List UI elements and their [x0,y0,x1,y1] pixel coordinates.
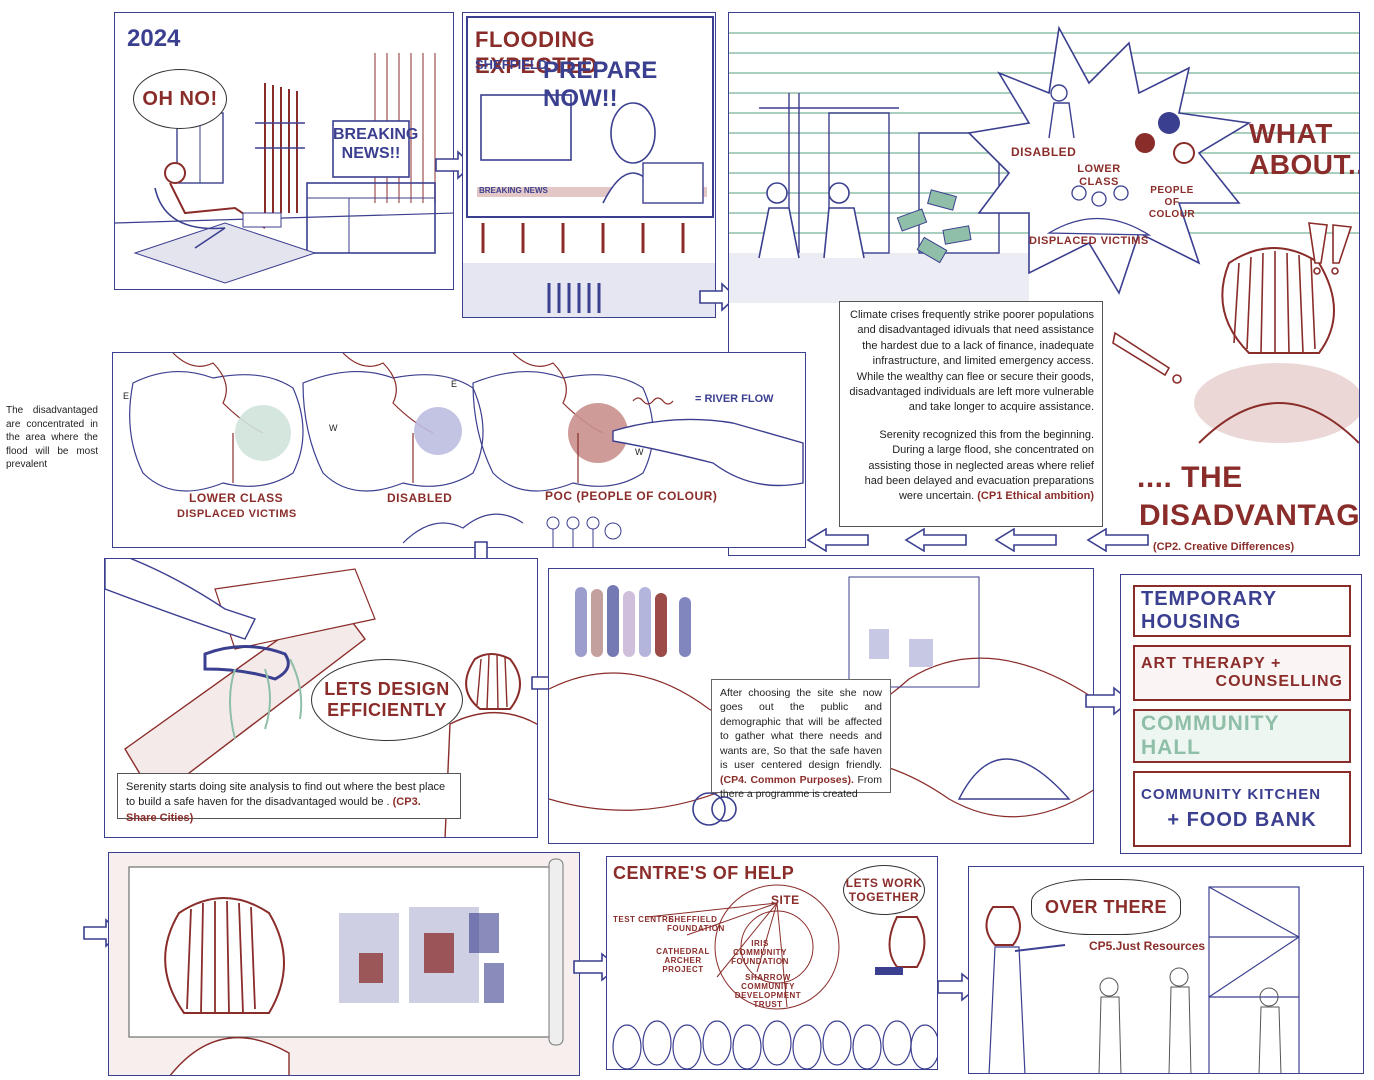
public-text2: From there a programme is created [720,773,883,801]
compass-w-1: W [329,423,338,433]
panel-news-broadcast: FLOODING EXPECTED SHEFFIELD PREPARE NOW!… [462,12,716,318]
inequality-illustration [729,25,1359,444]
panel-living-room: 2024 OH NO! [114,12,454,290]
node-iris-foundation: IRIS COMMUNITY FOUNDATION [731,939,789,966]
lets-work-line1: LETS WORK [845,876,923,890]
group-displaced-victims: DISPLACED VICTIMS [1029,235,1149,247]
lets-work-line2: TOGETHER [848,890,920,904]
programme-item-1-line1: TEMPORARY HOUSING [1141,588,1277,633]
climate-text-box: Climate crises frequently strike poorer … [839,301,1103,527]
oh-no-bubble: OH NO! [133,69,227,129]
public-text-box: After choosing the site she now goes out… [711,679,891,800]
compass-e-1: E [123,391,130,401]
headline-city: SHEFFIELD [475,57,548,72]
living-room-illustration [115,53,453,284]
over-there-text: OVER THERE [1044,896,1168,917]
node-test-centre: TEST CENTRE [613,915,675,924]
arrow-left-2 [994,528,1057,552]
programme-item-3-line1: COMMUNITY HALL [1141,712,1280,759]
site-text-box: Serenity starts doing site analysis to f… [117,773,461,824]
serenity-text: Serenity recognized this from the beginn… [864,428,1094,503]
lets-design-line1: LETS DESIGN [324,679,450,699]
node-sheffield-foundation: SHEFFIELD FOUNDATION [667,915,725,933]
arrow-left-4 [806,528,869,552]
lets-design-bubble: LETS DESIGN EFFICIENTLY [311,659,463,741]
over-there-illustration [985,886,1300,1073]
design-board-illustration [128,858,564,1075]
panel-centres-of-help: CENTRE'S OF HELP SITE TEST CENTRE SHEFFI… [606,856,938,1070]
programme-item-4-line2: + FOOD BANK [1167,809,1317,831]
programme-item-2-line1: ART THERAPY + [1141,655,1282,672]
centres-heading: CENTRE'S OF HELP [613,863,795,883]
group-disabled: DISABLED [1011,145,1077,159]
panel-over-there: OVER THERE CP5.Just Resources [968,866,1364,1074]
node-sharrow-trust: SHARROW COMMUNITY DEVELOPMENT TRUST [734,973,802,1009]
news-ticker: BREAKING NEWS [479,186,548,195]
public-ref: (CP4. Common Purposes). [720,773,854,786]
site-label: SITE [771,893,800,907]
site-ref: (CP3. Share Cities) [126,796,421,824]
programme-item-4-line1: COMMUNITY KITCHEN [1141,786,1322,803]
compass-w-2: W [635,447,644,457]
arrow-left-3 [904,528,967,552]
panel-site-analysis: LETS DESIGN EFFICIENTLY Serenity starts … [104,558,538,838]
year-label: 2024 [127,25,181,52]
lets-design-line2: EFFICIENTLY [327,700,447,720]
arrow-left-1 [1086,528,1149,552]
site-text: Serenity starts doing site analysis to f… [126,781,446,809]
map1-label-lower-class: LOWER CLASS [189,491,284,505]
node-cathedral-archer: CATHEDRAL ARCHER PROJECT [656,947,710,974]
programme-community-kitchen: COMMUNITY KITCHEN + FOOD BANK [1133,771,1351,847]
oh-no-text: OH NO! [142,87,218,110]
headline-flooding: FLOODING EXPECTED [475,27,598,78]
climate-paragraph: Climate crises frequently strike poorer … [849,309,1094,414]
map2-label-disabled: DISABLED [387,491,453,505]
over-there-bubble: OVER THERE [1031,879,1181,935]
programme-community-hall: COMMUNITY HALL [1133,709,1351,763]
river-flow-label: = RIVER FLOW [695,393,774,405]
centres-illustration [612,884,937,1069]
headline-prepare: PREPARE NOW!! [543,57,658,112]
programme-art-therapy: ART THERAPY + COUNSELLING [1133,645,1351,701]
panel-design-board [108,852,580,1076]
map1-label-displaced: DISPLACED VICTIMS [177,508,297,520]
panel-programme: TEMPORARY HOUSING ART THERAPY + COUNSELL… [1120,574,1362,854]
cp5-label: CP5.Just Resources [1089,939,1206,953]
cp2-label: (CP2. Creative Differences) [1153,541,1295,553]
panel-community-research: After choosing the site she now goes out… [548,568,1094,844]
side-note: The disadvantaged are concentrated in th… [6,405,98,470]
group-people-of-colour: PEOPLE OF COLOUR [1148,185,1196,220]
what-about-heading: WHAT ABOUT... [1249,118,1359,180]
panel-inequality: DISABLED LOWER CLASS PEOPLE OF COLOUR DI… [728,12,1360,556]
panel-flood-map: = RIVER FLOW LOWER CLASS DISPLACED VICTI… [112,352,806,548]
programme-temporary-housing: TEMPORARY HOUSING [1133,585,1351,637]
flood-map-illustration [129,353,804,547]
news-illustration [463,16,715,317]
lets-work-bubble: LETS WORK TOGETHER [843,865,925,915]
serenity-ref: (CP1 Ethical ambition) [977,490,1094,503]
public-text: After choosing the site she now goes out… [720,687,882,772]
the-heading: .... THE [1137,461,1243,494]
programme-item-2-line2: COUNSELLING [1215,673,1343,690]
disadvantaged-heading: DISADVANTAGED [1139,499,1360,532]
compass-e-2: E [451,379,458,389]
tv-breaking-news: BREAKING NEWS!! [333,126,419,163]
map3-label-poc: POC (PEOPLE OF COLOUR) [545,489,718,503]
serenity-paragraph: Serenity recognized this from the beginn… [848,428,1094,505]
group-lower-class: LOWER CLASS [1077,163,1121,189]
